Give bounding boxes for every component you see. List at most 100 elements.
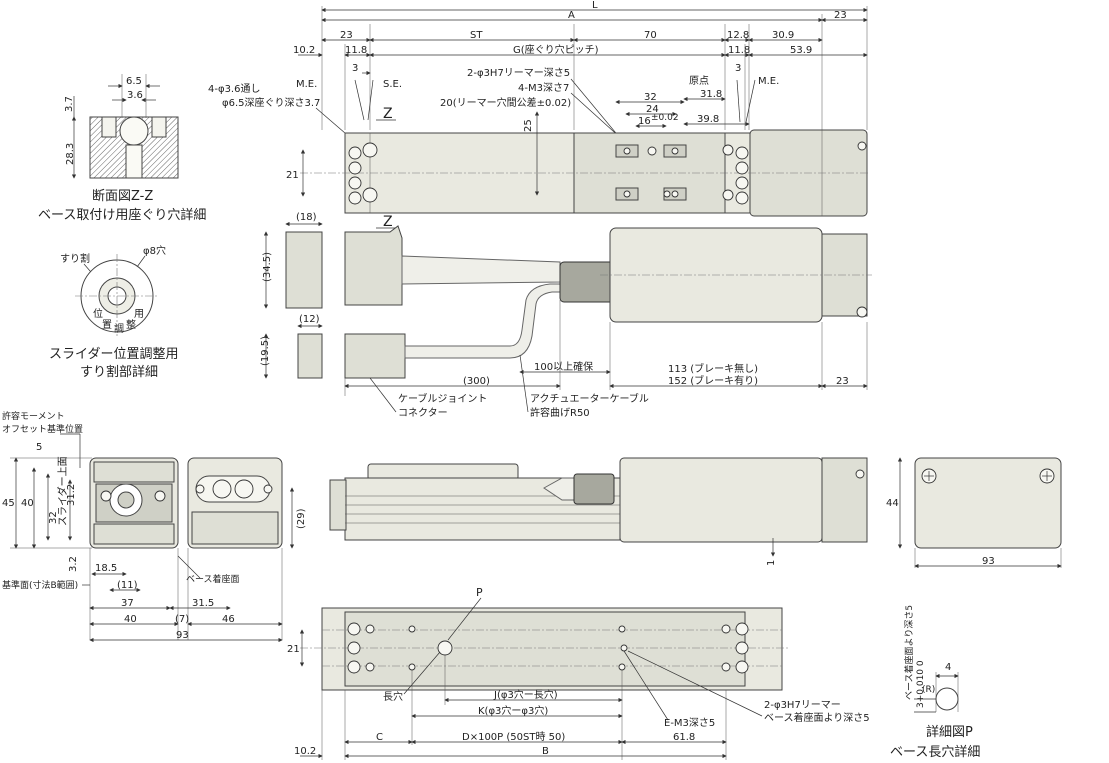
dim-32-end: 32 xyxy=(48,511,59,524)
dim-30-9: 30.9 xyxy=(772,30,794,41)
label-slider-top: スライダー上面 xyxy=(56,456,69,526)
label-joint-2: コネクター xyxy=(398,407,448,419)
dim-93-end: 93 xyxy=(176,630,189,641)
cable-section: (18) (34.5) (12) (19.5) (300) 100以上確保 11… xyxy=(260,212,872,419)
section-zz: 6.5 3.6 28.3 3.7 断面図Z-Z ベース取付け用座ぐり穴詳細 xyxy=(38,74,206,223)
label-reamer-tol: 20(リーマー穴間公差±0.02) xyxy=(440,96,571,109)
dim-5: 5 xyxy=(36,442,42,453)
label-z-top: Z xyxy=(383,106,393,122)
dim-10-2-bottom: 10.2 xyxy=(294,746,316,757)
dim-J: J(φ3穴ー長穴) xyxy=(493,688,558,701)
dim-3-7: 3.7 xyxy=(64,96,75,112)
label-m3: 4-M3深さ7 xyxy=(518,82,569,94)
dim-24: 24 xyxy=(646,104,659,115)
dim-D: D×100P (50ST時 50) xyxy=(462,731,565,743)
char-1: 位 xyxy=(93,307,103,320)
label-genten: 原点 xyxy=(689,75,709,87)
dim-23-left: 23 xyxy=(340,30,353,41)
dim-A: A xyxy=(568,10,575,21)
top-view: L A 23 23 ST 70 12.8 30.9 10.2 11.8 G(座ぐ… xyxy=(208,0,870,230)
dim-18: (18) xyxy=(296,212,317,223)
dim-3-left: 3 xyxy=(352,63,358,74)
dim-7: (7) xyxy=(175,614,189,625)
label-moment-2: オフセット基準位置 xyxy=(2,423,83,435)
dim-19-5: (19.5) xyxy=(260,336,271,366)
section-caption-1: 断面図Z-Z xyxy=(92,189,153,204)
slider-detail: すり割 φ8穴 位 置 調 整 用 スライダー位置調整用 すり割部詳細 xyxy=(49,244,178,380)
label-ream-1: 2-φ3H7リーマー xyxy=(764,700,841,711)
dim-31-2: 31.2 xyxy=(66,484,77,506)
dim-L: L xyxy=(592,0,598,11)
label-base-mount: ベース着座面 xyxy=(186,573,240,585)
dim-11-8-right: 11.8 xyxy=(728,45,750,56)
label-act-2: 許容曲げR50 xyxy=(530,406,590,419)
section-caption-2: ベース取付け用座ぐり穴詳細 xyxy=(38,207,206,223)
dim-93-right: 93 xyxy=(982,556,995,567)
dim-B: B xyxy=(542,746,549,757)
dim-G: G(座ぐり穴ピッチ) xyxy=(513,43,599,56)
dim-12: (12) xyxy=(299,314,320,325)
dim-40: 40 xyxy=(21,498,34,509)
dim-ST: ST xyxy=(470,30,483,41)
label-ref-face: 基準面(寸法B範囲) xyxy=(2,579,78,591)
label-me-left: M.E. xyxy=(296,79,317,90)
dim-46: 46 xyxy=(222,614,235,625)
char-4: 整 xyxy=(126,318,136,331)
dim-16-tol: ±0.02 xyxy=(651,113,679,123)
dim-28-3: 28.3 xyxy=(65,143,76,165)
dim-40-bottom: 40 xyxy=(124,614,137,625)
label-act-1: アクチュエーターケーブル xyxy=(530,392,649,405)
dim-6-5: 6.5 xyxy=(126,76,142,87)
detail-caption-1: 詳細図P xyxy=(926,724,973,740)
dim-152: 152 (ブレーキ有り) xyxy=(668,374,758,387)
label-reamer: 2-φ3H7リーマー深さ5 xyxy=(467,67,570,79)
end-view: 許容モーメント オフセット基準位置 45 40 5 32 31.2 スライダー上… xyxy=(2,410,307,643)
dim-29: (29) xyxy=(296,508,307,529)
dim-12-8: 12.8 xyxy=(727,30,749,41)
dim-61-8: 61.8 xyxy=(673,732,695,743)
dim-100: 100以上確保 xyxy=(534,360,593,373)
label-moment-1: 許容モーメント xyxy=(2,410,65,422)
label-joint-1: ケーブルジョイント xyxy=(398,392,487,405)
dim-K: K(φ3穴ーφ3穴) xyxy=(478,704,548,717)
dim-4: 4 xyxy=(945,662,951,673)
side-view: 1 xyxy=(329,457,868,566)
label-ream-2: ベース着座面より深さ5 xyxy=(764,711,870,724)
label-me-right: M.E. xyxy=(758,76,779,87)
detail-p: ベース着座面より深さ5 3+0.010 0 4 (R) 詳細図P ベース長穴詳細 xyxy=(890,605,980,760)
dim-39-8: 39.8 xyxy=(697,114,719,125)
dim-18-5: 18.5 xyxy=(95,563,117,574)
label-suriwari: すり割 xyxy=(60,252,90,265)
dim-3-right: 3 xyxy=(735,63,741,74)
slider-caption-1: スライダー位置調整用 xyxy=(49,347,178,362)
dim-32: 32 xyxy=(644,92,657,103)
label-phi8: φ8穴 xyxy=(143,244,166,257)
char-5: 用 xyxy=(134,309,144,320)
bottom-view: P 21 長穴 J(φ3穴ー長穴) K(φ3穴ーφ3穴) C D×100P (5… xyxy=(287,586,870,760)
right-end-view: 44 93 xyxy=(886,457,1062,569)
dim-11: (11) xyxy=(117,580,138,591)
label-long-hole: 長穴 xyxy=(383,690,403,703)
dim-34-5: (34.5) xyxy=(262,252,273,282)
dim-3-2: 3.2 xyxy=(68,556,79,572)
label-detail-depth: ベース着座面より深さ5 xyxy=(903,605,915,700)
dim-37: 37 xyxy=(121,598,134,609)
dim-C: C xyxy=(376,732,383,743)
char-3: 調 xyxy=(114,322,124,335)
dim-3-6: 3.6 xyxy=(127,90,143,101)
label-holes-a: 4-φ3.6通し xyxy=(208,83,260,95)
dim-44: 44 xyxy=(886,498,899,509)
dim-23-top: 23 xyxy=(834,10,847,21)
dim-25: 25 xyxy=(523,119,534,132)
dim-16: 16 xyxy=(638,116,651,127)
dim-31-5: 31.5 xyxy=(192,598,214,609)
dim-70: 70 xyxy=(644,30,657,41)
dim-45: 45 xyxy=(2,498,15,509)
label-detail-tol: 3+0.010 0 xyxy=(916,660,926,708)
dim-11-8-left: 11.8 xyxy=(345,45,367,56)
label-z-bottom: Z xyxy=(383,214,393,230)
label-P: P xyxy=(476,586,483,599)
slider-caption-2: すり割部詳細 xyxy=(80,364,158,380)
dim-23-cable: 23 xyxy=(836,376,849,387)
